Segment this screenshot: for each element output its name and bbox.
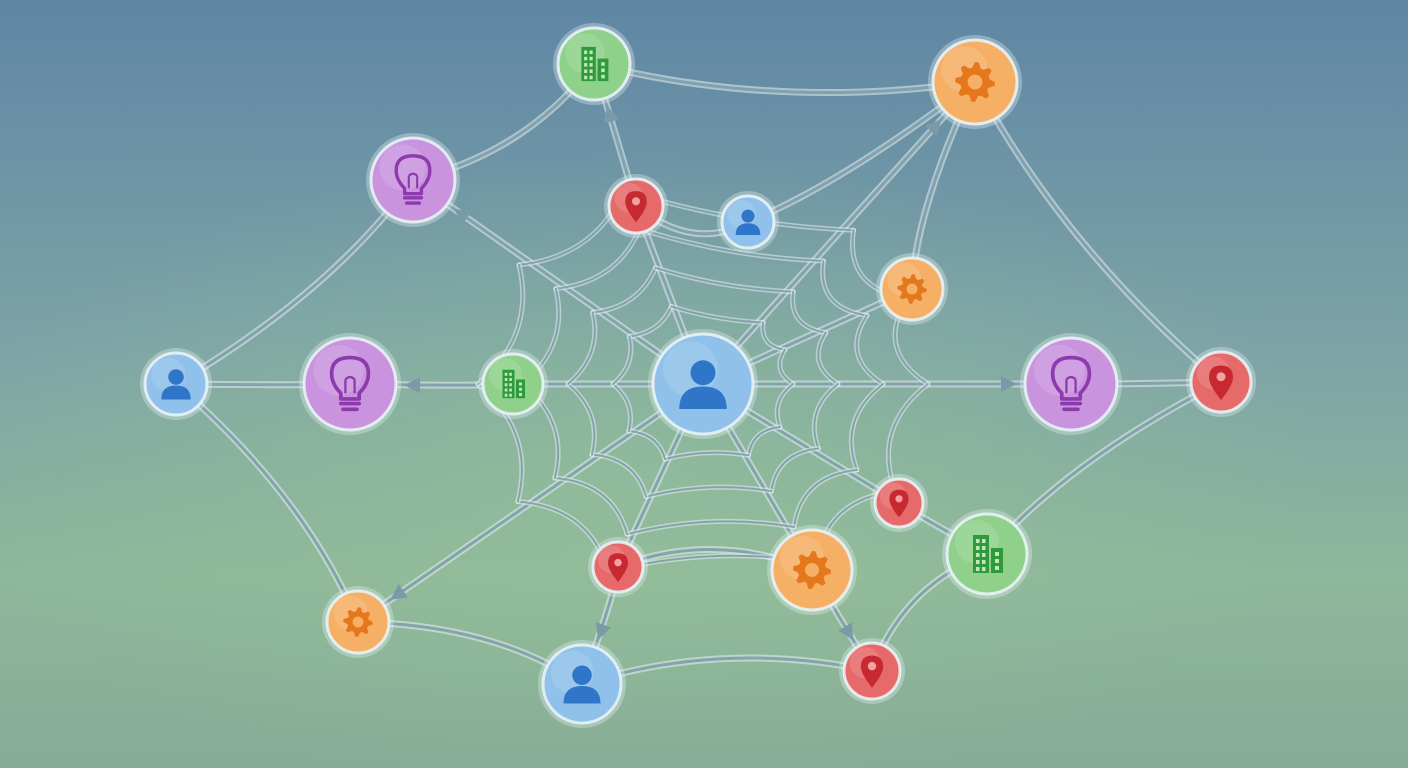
node-upper-pin[interactable] — [604, 174, 668, 238]
person-icon — [563, 665, 601, 704]
person-icon — [679, 360, 727, 409]
web-thread — [552, 475, 630, 537]
building-icon — [581, 46, 609, 82]
web-thread — [668, 304, 766, 325]
pin-icon — [889, 489, 909, 518]
web-thread — [746, 424, 783, 458]
web-thread — [589, 452, 649, 500]
node-bottom-right-pin[interactable] — [839, 638, 905, 704]
web-thread — [760, 320, 788, 353]
web-thread — [553, 226, 643, 292]
web-thread — [626, 428, 668, 462]
edge-left-person-to-bottom-left-gear — [172, 380, 362, 626]
bulb-icon — [329, 355, 371, 412]
gear-icon — [343, 607, 373, 637]
edge-hub-person-to-top-right-gear — [699, 78, 979, 388]
edge-top-right-gear-to-far-right-pin — [971, 78, 1225, 386]
arrow-head — [1001, 376, 1017, 392]
web-thread — [624, 518, 797, 537]
node-lower-pin[interactable] — [588, 537, 648, 597]
nodes-layer — [140, 23, 1256, 728]
gear-icon — [955, 62, 995, 102]
node-right-building[interactable] — [942, 509, 1032, 599]
node-top-right-gear[interactable] — [928, 35, 1022, 129]
node-bottom-left-gear[interactable] — [322, 586, 394, 658]
arrow-head — [604, 106, 620, 124]
node-lower-gear[interactable] — [767, 525, 857, 615]
web-thread — [643, 484, 774, 500]
web-thread — [626, 304, 674, 339]
pin-icon — [625, 191, 647, 223]
arrow-head — [838, 622, 854, 641]
node-hub-person[interactable] — [648, 329, 758, 439]
pin-icon — [1209, 365, 1233, 400]
node-top-building[interactable] — [553, 23, 635, 105]
web-thread — [565, 310, 598, 387]
node-left-person[interactable] — [140, 348, 212, 420]
bulb-icon — [1050, 355, 1092, 412]
web-thread — [637, 226, 826, 264]
arrow-head — [924, 119, 942, 137]
web-thread — [774, 381, 796, 430]
web-thread — [848, 381, 886, 473]
web-thread — [790, 289, 829, 336]
gear-icon — [897, 274, 927, 304]
web-thread — [662, 450, 751, 462]
arrow-head — [390, 584, 408, 600]
node-far-right-pin[interactable] — [1186, 347, 1256, 417]
edge-hub-person-to-right-bulb — [699, 376, 1075, 392]
web-thread — [820, 258, 870, 318]
node-top-left-bulb[interactable] — [366, 133, 460, 227]
web-thread — [565, 381, 597, 457]
pin-icon — [860, 655, 884, 688]
building-icon — [973, 535, 1003, 573]
bulb-icon — [394, 154, 432, 205]
edge-top-building-to-top-right-gear — [590, 60, 979, 96]
building-icon — [502, 369, 525, 399]
node-right-upper-gear[interactable] — [876, 253, 948, 325]
person-icon — [161, 369, 191, 400]
web-thread — [590, 265, 658, 315]
pin-icon — [608, 553, 628, 582]
web-thread — [886, 381, 931, 494]
node-left-bulb[interactable] — [299, 333, 401, 435]
person-icon — [735, 209, 761, 235]
web-thread — [768, 446, 821, 494]
web-thread — [854, 313, 886, 387]
node-inner-left-building[interactable] — [478, 349, 548, 419]
web-thread — [610, 333, 634, 387]
node-right-mid-pin[interactable] — [870, 474, 928, 532]
web-thread — [777, 347, 796, 387]
arrow-head — [403, 377, 421, 394]
web-thread — [791, 467, 860, 530]
arrow-head — [453, 208, 472, 225]
node-right-bulb[interactable] — [1020, 333, 1122, 435]
web-thread — [811, 381, 841, 451]
web-thread — [652, 265, 796, 295]
web-thread — [815, 330, 841, 387]
gear-icon — [793, 551, 831, 589]
node-bottom-person[interactable] — [538, 640, 626, 728]
arrow-head — [595, 622, 612, 640]
web-thread — [610, 381, 634, 434]
node-upper-person[interactable] — [717, 191, 779, 253]
